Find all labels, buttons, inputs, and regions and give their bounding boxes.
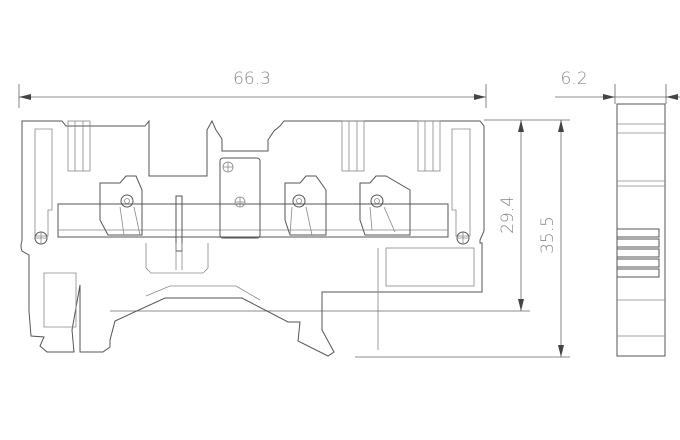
contact-chamber — [57, 203, 449, 238]
thickness-dimension-label: 6.2 — [560, 69, 587, 89]
top-grip-lines — [67, 120, 441, 172]
mounting-hole-left — [34, 231, 48, 245]
side-view-ribs — [616, 228, 660, 278]
rail-height-dimension: 29.4 — [110, 119, 530, 312]
spring-clamp-left — [99, 175, 143, 236]
terminal-block-front-view — [20, 119, 485, 357]
rail-height-label: 29.4 — [498, 196, 518, 234]
mounting-hole-right — [456, 231, 470, 245]
total-height-label: 35.5 — [538, 216, 558, 254]
total-height-dimension: 35.5 — [355, 119, 570, 358]
spring-clamp-middle — [284, 175, 327, 236]
terminal-block-side-view — [616, 103, 666, 357]
width-dimension: 66.3 — [18, 69, 487, 108]
spring-clamp-right — [359, 175, 411, 236]
center-plate — [219, 157, 261, 239]
width-dimension-label: 66.3 — [233, 69, 271, 89]
thickness-dimension: 6.2 — [555, 69, 680, 104]
test-slot — [175, 195, 183, 252]
